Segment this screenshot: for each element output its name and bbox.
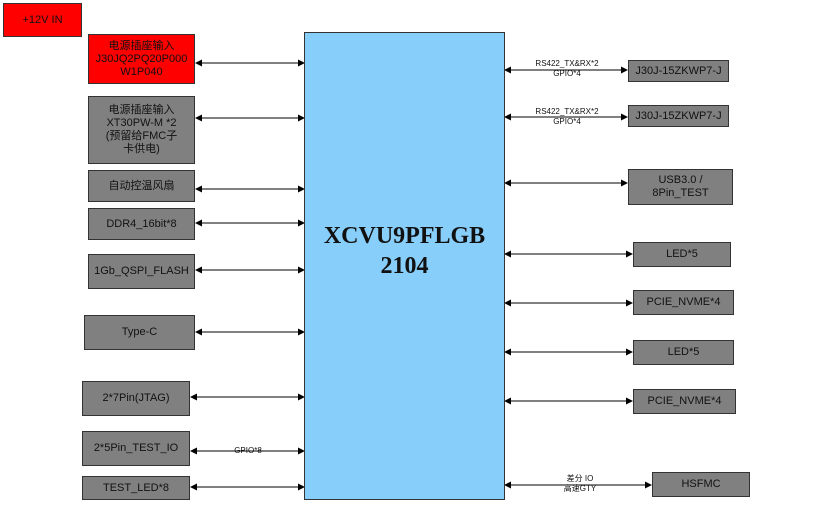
led-1-label: LED*5 — [666, 248, 698, 260]
jtag-label: 2*7Pin(JTAG) — [102, 392, 170, 404]
power-socket-1-label: 电源插座输入 J30JQ2PQ20P000 W1P040 — [95, 39, 188, 78]
power-socket-2-label: 电源插座输入 XT30PW-M *2 (预留给FMC子 卡供电) — [105, 104, 178, 155]
qspi-flash-block: 1Gb_QSPI_FLASH — [88, 254, 195, 289]
link-label-j30j-2: RS422_TX&RX*2 GPIO*4 — [535, 107, 599, 126]
test-io-label: 2*5Pin_TEST_IO — [93, 442, 179, 454]
test-io-block: 2*5Pin_TEST_IO — [82, 431, 190, 466]
pcie-2-label: PCIE_NVME*4 — [647, 395, 722, 407]
j30j-1-label: J30J-15ZKWP7-J — [635, 64, 722, 77]
pcie-1-label: PCIE_NVME*4 — [646, 296, 721, 308]
pcie-1-block: PCIE_NVME*4 — [633, 290, 734, 315]
fpga-chip-label: XCVU9PFLGB 2104 — [323, 223, 486, 279]
link-label-hsfmc: 差分 IO 高速GTY — [563, 474, 597, 493]
type-c-label: Type-C — [121, 326, 158, 338]
ddr4-block: DDR4_16bit*8 — [88, 208, 195, 240]
usb-test-block: USB3.0 / 8Pin_TEST — [628, 169, 733, 205]
led-2-label: LED*5 — [667, 346, 700, 358]
power-socket-2-block: 电源插座输入 XT30PW-M *2 (预留给FMC子 卡供电) — [88, 96, 195, 164]
test-led-label: TEST_LED*8 — [102, 481, 170, 494]
jtag-block: 2*7Pin(JTAG) — [82, 381, 190, 416]
fpga-chip: XCVU9PFLGB 2104 — [304, 32, 505, 500]
pcie-2-block: PCIE_NVME*4 — [633, 389, 736, 414]
fan-block: 自动控温风扇 — [88, 170, 195, 202]
hsfmc-label: HSFMC — [681, 478, 721, 490]
j30j-2-label: J30J-15ZKWP7-J — [635, 109, 722, 122]
ddr4-label: DDR4_16bit*8 — [106, 217, 177, 230]
hsfmc-block: HSFMC — [652, 472, 750, 497]
qspi-flash-label: 1Gb_QSPI_FLASH — [94, 265, 189, 277]
j30j-1-block: J30J-15ZKWP7-J — [628, 60, 729, 82]
led-2-block: LED*5 — [633, 340, 734, 365]
link-label-test-io: GPIO*8 — [234, 446, 262, 455]
fan-label: 自动控温风扇 — [108, 179, 175, 192]
power-input-block: +12V IN — [3, 3, 82, 37]
power-input-label: +12V IN — [22, 14, 63, 26]
j30j-2-block: J30J-15ZKWP7-J — [628, 105, 729, 127]
power-socket-1-block: 电源插座输入 J30JQ2PQ20P000 W1P040 — [88, 34, 195, 84]
link-label-j30j-1: RS422_TX&RX*2 GPIO*4 — [535, 59, 599, 78]
led-1-block: LED*5 — [633, 242, 731, 267]
type-c-block: Type-C — [84, 315, 195, 350]
test-led-block: TEST_LED*8 — [82, 476, 190, 500]
usb-test-label: USB3.0 / 8Pin_TEST — [652, 174, 709, 199]
